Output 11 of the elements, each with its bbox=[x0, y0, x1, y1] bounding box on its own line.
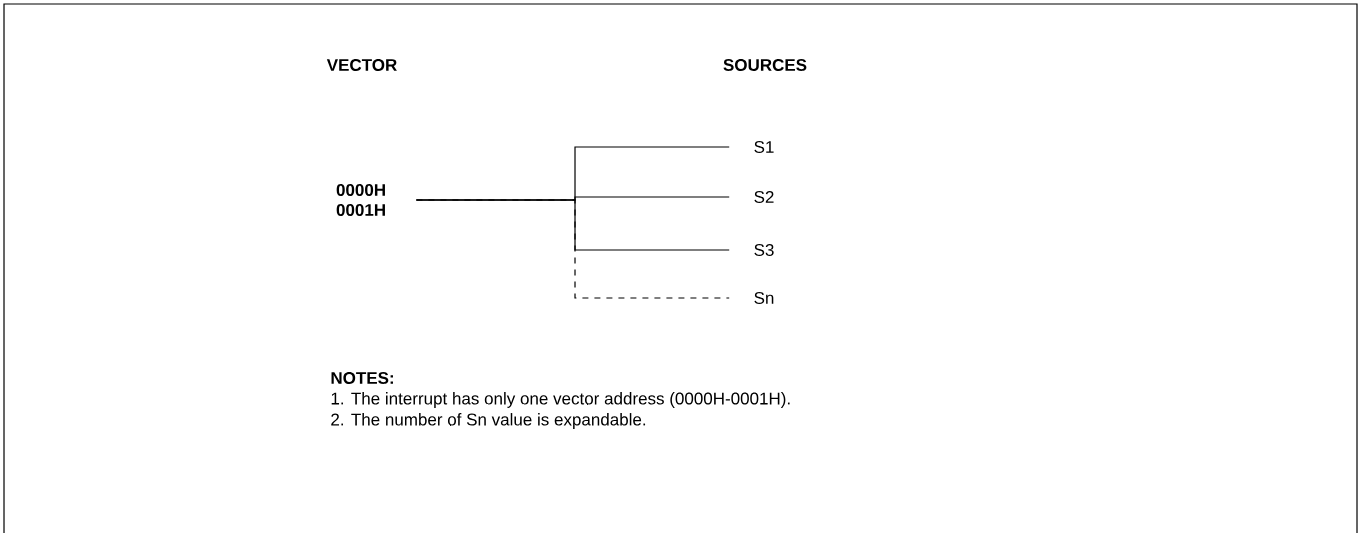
connector-line bbox=[415, 199, 730, 299]
address-label: 0000H 0001H bbox=[336, 184, 385, 216]
source-label: Sn bbox=[754, 292, 774, 304]
source-label: S2 bbox=[754, 191, 774, 203]
source-label: S1 bbox=[754, 141, 774, 153]
notes-heading: NOTES: bbox=[331, 372, 393, 384]
source-label: S3 bbox=[754, 244, 774, 256]
note-text: 1. The interrupt has only one vector address (0000H-0001H). bbox=[331, 392, 790, 408]
note-text: 2. The number of Sn value is expandable. bbox=[331, 413, 646, 429]
column-heading: VECTOR bbox=[326, 59, 397, 71]
column-heading: SOURCES bbox=[723, 59, 807, 71]
